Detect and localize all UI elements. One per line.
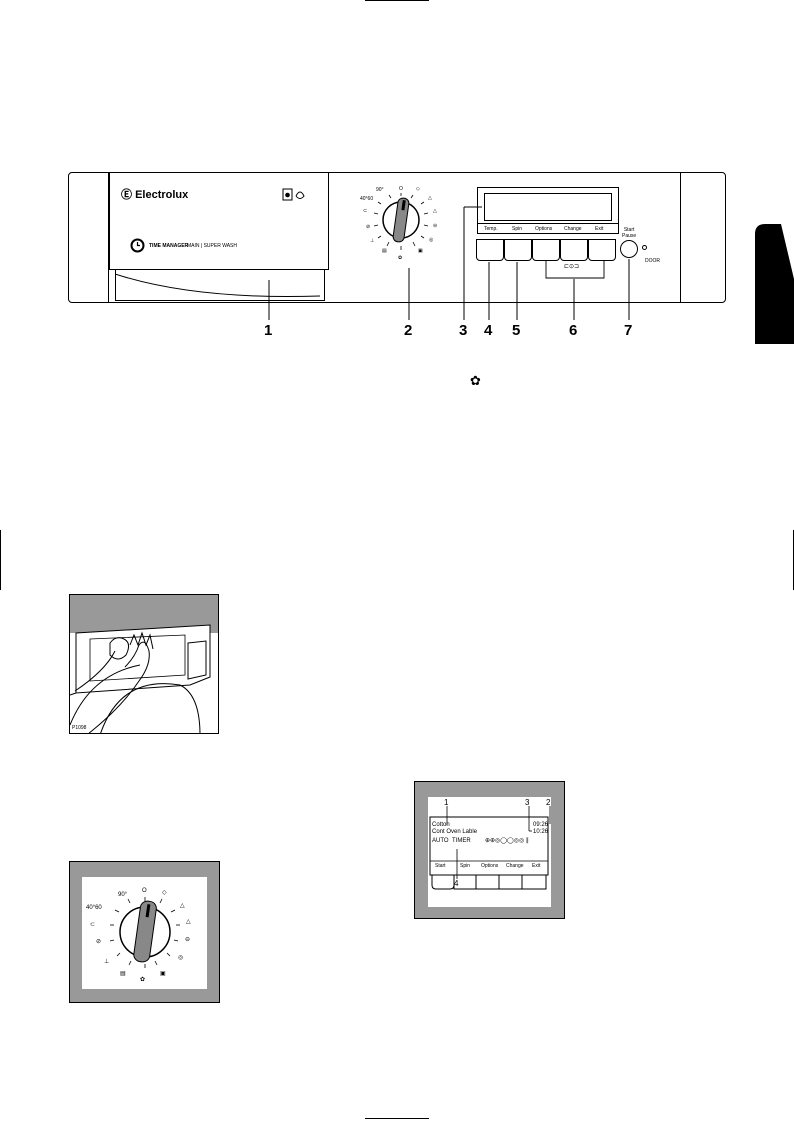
figure-dial-frame: O ◇ △ △ ⊖ ◎ ▣ ✿ ▤ ⊥ ⊘ ⊂ 40°60 90° (69, 861, 220, 1003)
door-label: DOOR (645, 258, 660, 264)
callout-leaders (268, 206, 630, 320)
display-icons: ⊕⊕◎◯◯◎◎ ∥ (485, 838, 529, 844)
svg-text:40°60: 40°60 (86, 905, 102, 911)
panel-divider (108, 173, 109, 303)
panel-divider (680, 173, 681, 303)
svg-text:90°: 90° (376, 187, 384, 193)
svg-text:⊏⊙⊐: ⊏⊙⊐ (564, 264, 579, 270)
callout-2: 2 (404, 322, 413, 339)
detergent-drawer[interactable] (109, 172, 329, 270)
start-pause-button[interactable] (620, 240, 638, 258)
figure-code-label: P1098 (72, 725, 87, 731)
callout-3: 3 (459, 322, 468, 339)
svg-text:40°60: 40°60 (360, 196, 373, 202)
svg-text:⊥: ⊥ (370, 238, 374, 244)
figure-display-detail: 1 3 2 4 Cotton Cont Oven Lable AUTO TIME… (414, 781, 565, 919)
svg-text:△: △ (180, 903, 185, 909)
margin-tick (0, 530, 1, 590)
display-time-1: 09:26 (533, 822, 549, 828)
display-btn-options: Options (481, 863, 499, 869)
wash-icon (282, 188, 305, 201)
svg-text:⊘: ⊘ (366, 224, 370, 230)
brand-logo: Ⓔ Electrolux (121, 186, 188, 202)
svg-text:O: O (399, 186, 403, 192)
callout-7: 7 (624, 322, 633, 339)
display-line-program: Cotton (432, 822, 450, 828)
lcd-button-row (477, 223, 619, 235)
svg-text:◎: ◎ (178, 955, 183, 961)
svg-text:△: △ (433, 208, 437, 214)
svg-text:O: O (142, 888, 147, 894)
temp-button[interactable] (476, 239, 504, 261)
drawer-handle-curve (115, 273, 321, 298)
svg-text:▤: ▤ (120, 971, 126, 977)
button-label-temp: Temp. (484, 226, 498, 232)
callout-6: 6 (569, 322, 578, 339)
svg-text:⊥: ⊥ (104, 958, 109, 965)
button-label-change: Change (564, 226, 582, 232)
exit-button[interactable] (588, 239, 616, 261)
button-label-exit: Exit (595, 226, 604, 232)
svg-text:△: △ (186, 919, 191, 925)
callout-5: 5 (512, 322, 521, 339)
display-time-2: 10:26 (533, 829, 549, 835)
display-callout-1: 1 (444, 798, 449, 807)
svg-text:△: △ (428, 195, 432, 201)
spin-button[interactable] (504, 239, 532, 261)
svg-text:✿: ✿ (140, 976, 145, 983)
lcd-display (484, 193, 612, 221)
brand-text: Electrolux (135, 189, 189, 201)
control-panel (68, 172, 726, 303)
button-group-bracket: ⊏⊙⊐ (545, 260, 605, 279)
svg-text:▣: ▣ (418, 248, 423, 254)
callout-1: 1 (264, 322, 273, 339)
svg-text:⊘: ⊘ (96, 939, 101, 945)
svg-text:◇: ◇ (416, 186, 420, 192)
top-rule (365, 0, 429, 1)
svg-text:⊖: ⊖ (433, 223, 437, 229)
change-button[interactable] (560, 239, 588, 261)
display-btn-change: Change (506, 863, 524, 869)
display-callout-4: 4 (454, 879, 459, 888)
lcd-display-frame (477, 187, 619, 234)
svg-text:⊂: ⊂ (90, 922, 95, 928)
clock-icon (130, 238, 145, 253)
bottom-rule (365, 1118, 429, 1119)
display-btn-start: Start (435, 863, 446, 869)
time-manager-label: TIME MANAGER (149, 243, 189, 249)
svg-text:◇: ◇ (162, 890, 167, 896)
drawer-handle[interactable] (115, 270, 325, 301)
callout-4: 4 (484, 322, 493, 339)
svg-text:✿: ✿ (398, 255, 402, 261)
svg-text:▣: ▣ (160, 971, 166, 977)
display-line-timer: TIMER (452, 838, 471, 844)
svg-text:⊂: ⊂ (363, 208, 367, 214)
svg-text:▤: ▤ (382, 248, 387, 254)
door-indicator-light (642, 245, 647, 250)
display-btn-spin: Spin (460, 863, 471, 869)
svg-text:◎: ◎ (429, 237, 434, 243)
display-callout-2: 2 (546, 798, 551, 807)
display-line-auto: AUTO (432, 838, 449, 844)
svg-text:90°: 90° (118, 892, 128, 898)
side-tab-marker (755, 224, 794, 344)
display-line-option: Cont Oven Lable (432, 829, 478, 835)
program-label: MAIN | SUPER WASH (187, 243, 238, 249)
svg-text:⊖: ⊖ (185, 937, 190, 943)
display-btn-exit: Exit (532, 863, 541, 869)
button-label-options: Options (535, 226, 553, 232)
button-label-spin: Spin (512, 226, 523, 232)
electrolux-icon: Ⓔ (121, 189, 136, 201)
display-callout-3: 3 (525, 798, 530, 807)
flower-icon: ✿ (470, 374, 481, 389)
figure-hands-drawer: P1098 (69, 594, 219, 734)
